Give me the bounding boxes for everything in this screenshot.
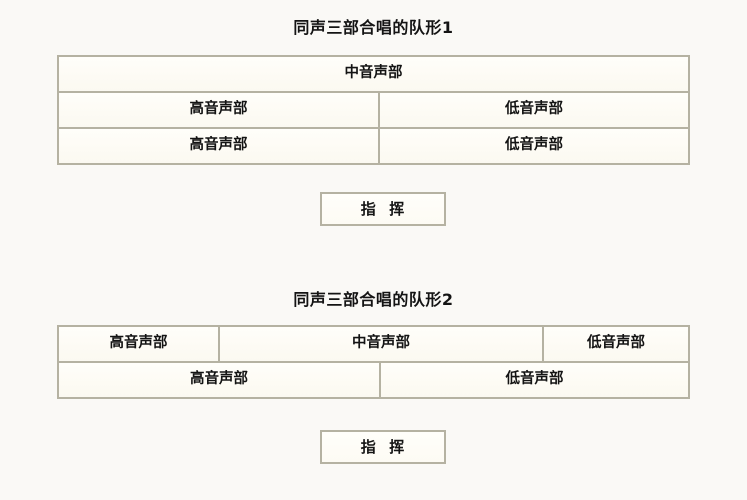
table-row: 中音声部 <box>59 57 690 93</box>
conductor-box: 指 挥 <box>320 192 446 226</box>
formation-cell-alto: 中音声部 <box>59 57 688 91</box>
table-row: 高音声部 中音声部 低音声部 <box>59 327 690 363</box>
formation-cell-bass: 低音声部 <box>544 327 688 361</box>
table-row: 高音声部 低音声部 <box>59 129 690 165</box>
formation-cell-alto: 中音声部 <box>220 327 544 361</box>
formation-cell-soprano: 高音声部 <box>59 93 380 127</box>
conductor-box: 指 挥 <box>320 430 446 464</box>
formation-cell-bass: 低音声部 <box>380 129 688 163</box>
formation-2-title: 同声三部合唱的队形2 <box>293 290 454 309</box>
table-row: 高音声部 低音声部 <box>59 363 690 399</box>
formation-cell-soprano: 高音声部 <box>59 129 380 163</box>
formation-cell-bass: 低音声部 <box>381 363 688 397</box>
formation-cell-soprano: 高音声部 <box>59 363 381 397</box>
table-row: 高音声部 低音声部 <box>59 93 690 129</box>
formation-cell-soprano: 高音声部 <box>59 327 220 361</box>
formation-cell-bass: 低音声部 <box>380 93 688 127</box>
formation-1-title: 同声三部合唱的队形1 <box>293 18 454 37</box>
formation-2-table: 高音声部 中音声部 低音声部 高音声部 低音声部 <box>57 325 690 399</box>
formation-1-table: 中音声部 高音声部 低音声部 高音声部 低音声部 <box>57 55 690 165</box>
